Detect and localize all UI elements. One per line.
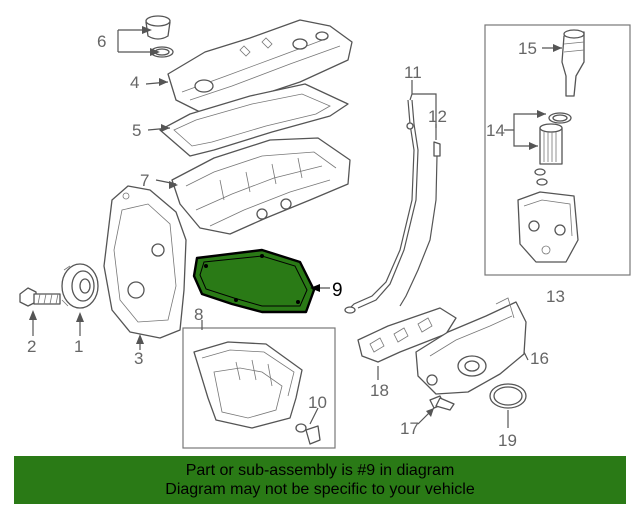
filter-seals-part[interactable] <box>534 112 572 186</box>
callout-17: 17 <box>400 419 419 438</box>
callout-18: 18 <box>370 381 389 400</box>
valve-cover-part[interactable] <box>167 19 353 113</box>
callout-3: 3 <box>134 349 143 368</box>
callout-4: 4 <box>130 73 139 92</box>
arrows <box>29 26 562 417</box>
oil-pan-box <box>182 327 336 449</box>
callout-14: 14 <box>486 121 505 140</box>
callout-8: 8 <box>194 305 203 324</box>
o-ring-part[interactable] <box>489 383 527 409</box>
pump-bolt-part[interactable] <box>429 395 455 411</box>
callout-stems <box>32 318 141 350</box>
dipstick-tube-part[interactable] <box>344 99 419 314</box>
crank-pulley-part[interactable] <box>61 263 99 309</box>
dipstick-part[interactable] <box>399 141 441 307</box>
upper-oil-pan-part[interactable] <box>171 137 351 235</box>
filter-cap-part[interactable] <box>561 29 585 97</box>
filter-housing-part[interactable] <box>517 191 579 263</box>
callout-6: 6 <box>97 32 106 51</box>
valve-cover-gasket-part[interactable] <box>159 83 349 157</box>
callout-2: 2 <box>27 337 36 356</box>
oil-pan-part[interactable] <box>193 341 303 429</box>
callout-11: 11 <box>404 63 422 82</box>
callout-1: 1 <box>74 337 83 356</box>
oil-pump-housing-part[interactable] <box>415 297 527 395</box>
callout-13: 13 <box>546 287 565 306</box>
parts-diagram: 1 2 3 4 5 6 7 8 9 10 11 12 13 14 15 16 1… <box>19 15 631 450</box>
callout-12: 12 <box>428 107 447 126</box>
callout-16: 16 <box>530 349 549 368</box>
bolt-part[interactable] <box>19 287 61 307</box>
drain-plug-part[interactable] <box>295 423 321 445</box>
oil-pan-gasket-part[interactable] <box>192 248 316 314</box>
banner-line-2: Diagram may not be specific to your vehi… <box>165 481 475 498</box>
filter-element-part[interactable] <box>539 123 563 165</box>
banner-line-1: Part or sub-assembly is #9 in diagram <box>185 462 455 479</box>
oil-cap-part[interactable] <box>145 15 174 58</box>
callout-15: 15 <box>518 39 537 58</box>
callout-9: 9 <box>332 280 343 301</box>
callout-10: 10 <box>308 393 327 412</box>
timing-cover-part[interactable] <box>103 185 187 339</box>
callout-19: 19 <box>498 431 517 450</box>
callout-5: 5 <box>132 121 141 140</box>
highlight-banner: Part or sub-assembly is #9 in diagram Di… <box>14 456 626 504</box>
callout-7: 7 <box>140 171 149 190</box>
oil-filter-box <box>484 24 631 276</box>
